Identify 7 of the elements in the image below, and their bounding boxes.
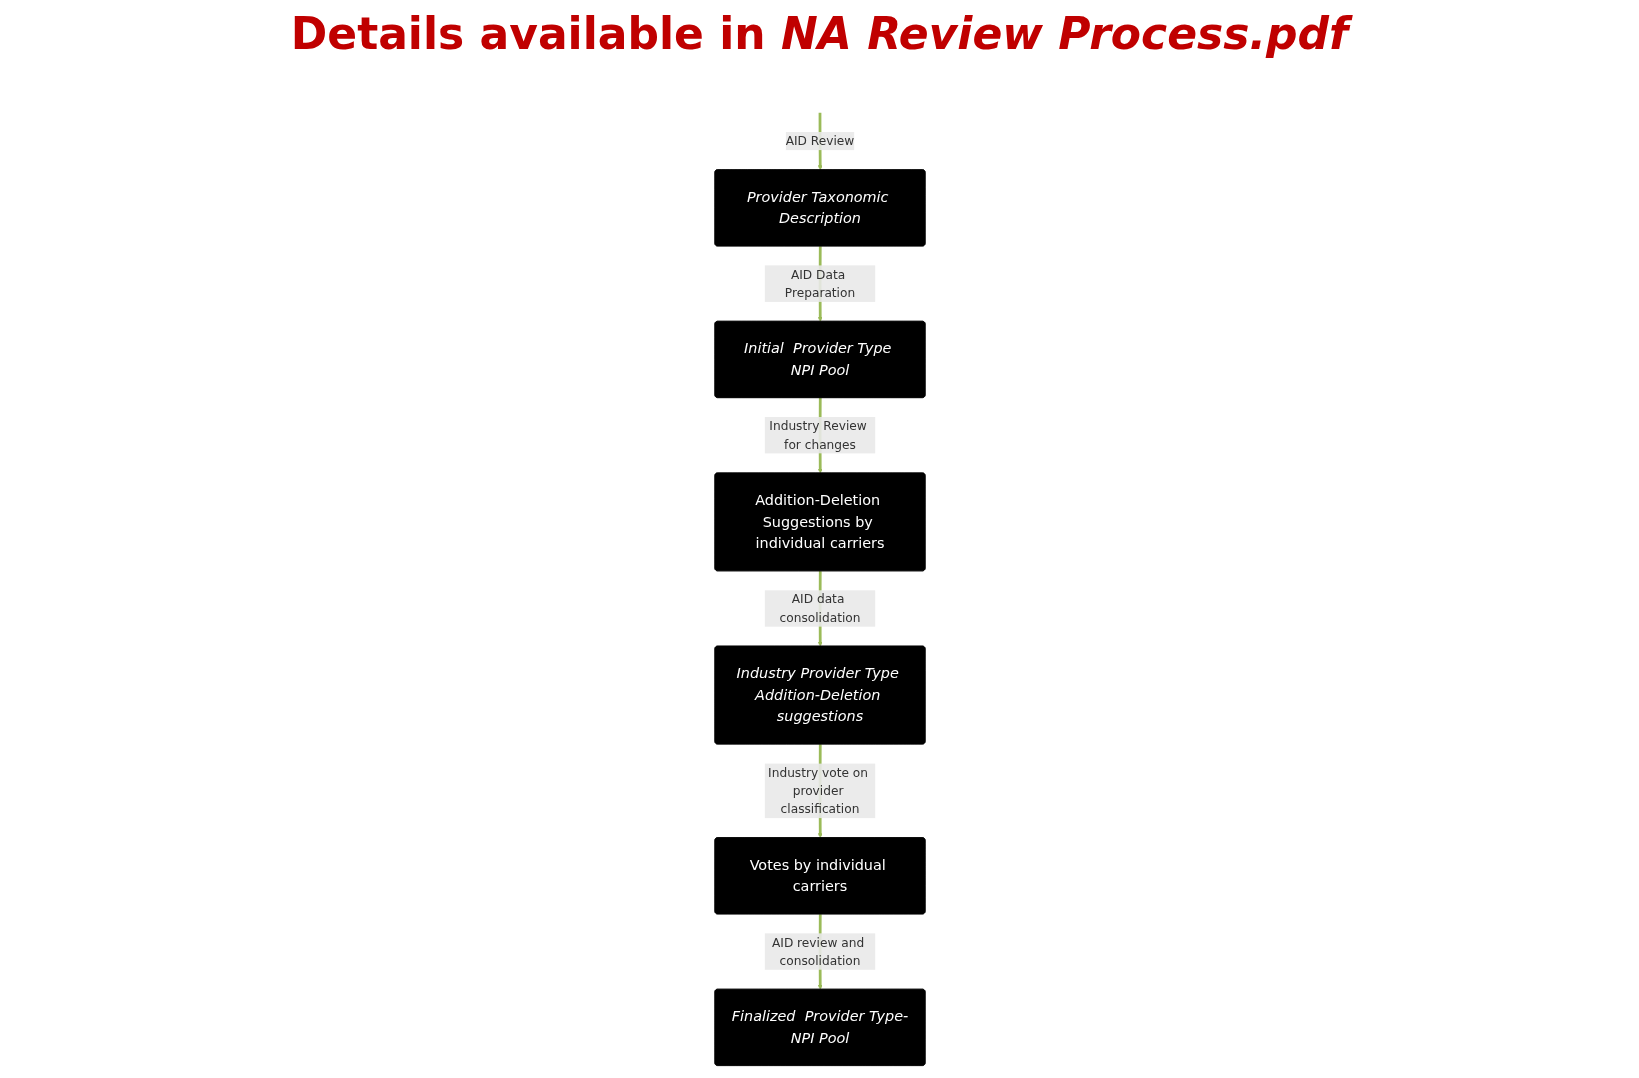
edge-label: Industry vote on provider classification xyxy=(767,765,868,816)
edge-label: AID Data Preparation xyxy=(784,267,855,300)
edge-label: AID Review xyxy=(785,134,854,149)
edge-label: Industry Review for changes xyxy=(768,419,867,452)
title: Details available in NA Review Process.pdf xyxy=(0,8,1639,59)
edge-label: AID review and consolidation xyxy=(771,935,864,968)
edge-label: AID data consolidation xyxy=(779,592,860,625)
